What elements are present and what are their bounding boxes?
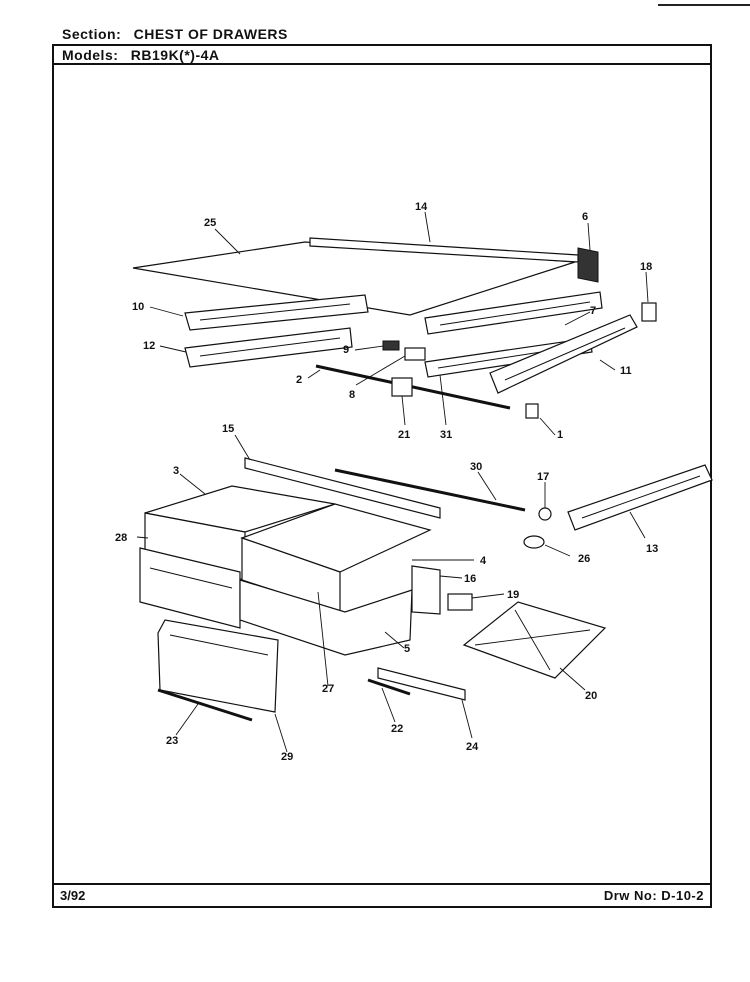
callout-13: 13 — [646, 543, 658, 555]
part-16-side-panel — [411, 565, 441, 615]
models-label: Models: — [62, 47, 119, 63]
callout-21: 21 — [398, 429, 410, 441]
part-29-crisper-cover — [157, 619, 279, 713]
callout-11: 11 — [620, 365, 632, 377]
part-20-cover — [462, 601, 607, 679]
models-header: Models: RB19K(*)-4A — [62, 47, 220, 63]
leader-lines — [136, 211, 649, 753]
corner-mark — [658, 4, 750, 6]
callout-10: 10 — [132, 301, 144, 313]
section-header: Section: CHEST OF DRAWERS — [62, 26, 288, 42]
part-26-knob — [523, 535, 545, 549]
callout-17: 17 — [537, 471, 549, 483]
callout-27: 27 — [322, 683, 334, 695]
part-17-screw — [538, 507, 552, 521]
callout-26: 26 — [578, 553, 590, 565]
drawing-frame — [52, 44, 712, 908]
part-21-block — [391, 377, 413, 397]
callout-28: 28 — [115, 532, 127, 544]
callout-20: 20 — [585, 690, 597, 702]
callout-4: 4 — [480, 555, 487, 567]
callout-23: 23 — [166, 735, 178, 747]
callout-12: 12 — [143, 340, 155, 352]
callout-1: 1 — [557, 429, 563, 441]
part-10-rail — [184, 294, 369, 331]
part-7-rail — [424, 291, 603, 335]
part-22-strip — [367, 678, 411, 696]
callout-22: 22 — [391, 723, 403, 735]
callout-19: 19 — [507, 589, 519, 601]
part-27-drawer-body — [139, 547, 241, 629]
section-value: CHEST OF DRAWERS — [133, 26, 288, 42]
callout-15: 15 — [222, 423, 234, 435]
part-18-clip — [641, 302, 657, 322]
part-2-rod — [315, 364, 511, 410]
part-1-clip — [525, 403, 539, 419]
part-15-trim — [244, 457, 441, 519]
part-5-pan — [239, 579, 413, 656]
part-9-stop — [382, 340, 400, 351]
callout-31: 31 — [440, 429, 452, 441]
callout-29: 29 — [281, 751, 293, 763]
models-value: RB19K(*)-4A — [130, 47, 220, 63]
footer-rule — [52, 883, 712, 885]
header-rule — [52, 63, 712, 65]
part-19-clip — [447, 593, 473, 611]
part-8-stop — [404, 347, 426, 361]
callout-30: 30 — [470, 461, 482, 473]
callout-25: 25 — [204, 217, 216, 229]
part-30-rod — [334, 468, 526, 512]
part-6-bracket — [577, 247, 599, 283]
callout-2: 2 — [296, 374, 302, 386]
callout-8: 8 — [349, 389, 355, 401]
part-11-side-rail — [489, 314, 638, 394]
callout-16: 16 — [464, 573, 476, 585]
footer-drawing-number: Drw No: D-10-2 — [603, 888, 704, 903]
footer-date: 3/92 — [60, 888, 86, 903]
callout-6: 6 — [582, 211, 588, 223]
callout-18: 18 — [640, 261, 652, 273]
callout-7: 7 — [590, 305, 596, 317]
part-24-rail — [377, 667, 466, 701]
callout-9: 9 — [343, 344, 349, 356]
callout-3: 3 — [173, 465, 179, 477]
callout-5: 5 — [404, 643, 410, 655]
section-label: Section: — [62, 26, 122, 42]
part-23-strip — [157, 688, 253, 722]
callout-14: 14 — [415, 201, 428, 213]
callout-24: 24 — [466, 741, 479, 753]
